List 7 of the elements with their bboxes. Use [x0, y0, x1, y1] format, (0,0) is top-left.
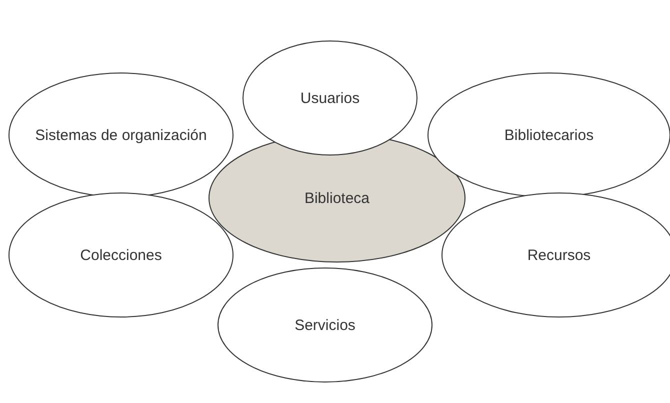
node-label: Sistemas de organización [35, 126, 207, 144]
node-label: Bibliotecarios [504, 126, 594, 144]
node-label: Recursos [527, 246, 591, 264]
node-label: Biblioteca [304, 190, 370, 206]
node-label: Usuarios [300, 90, 360, 106]
node-label: Servicios [294, 316, 356, 334]
node-label: Colecciones [80, 246, 162, 264]
